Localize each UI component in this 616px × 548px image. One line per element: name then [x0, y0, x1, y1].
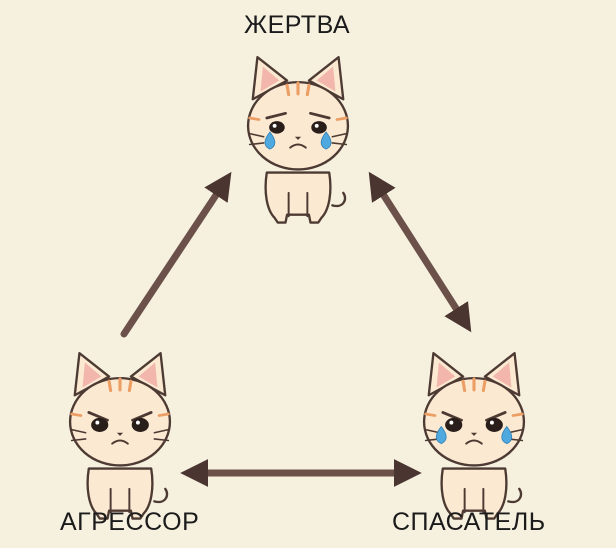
arrow-victim-rescuer [368, 171, 472, 333]
aggressor-cat-icon [68, 351, 172, 521]
rescuer-label: СПАСАТЕЛЬ [392, 508, 546, 536]
victim-label: ЖЕРТВА [244, 11, 351, 39]
aggressor-label: АГРЕССОР [60, 508, 200, 536]
rescuer-cat-icon [422, 351, 526, 521]
victim-cat-icon [246, 55, 350, 225]
arrow-aggressor-to-victim [120, 171, 232, 338]
